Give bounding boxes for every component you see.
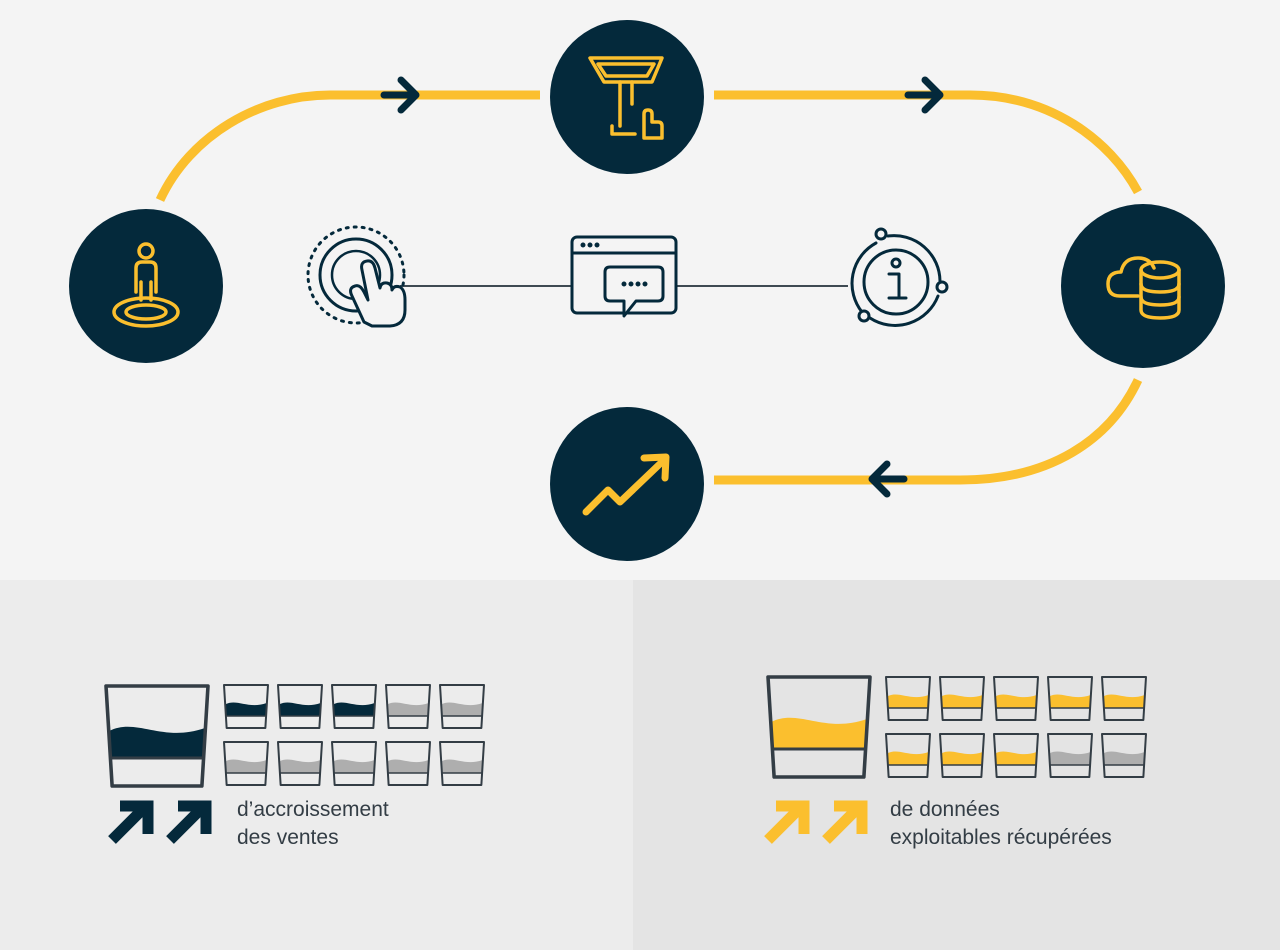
stat-data-line1: de données (890, 798, 1000, 821)
empty-cup-icon (277, 741, 323, 786)
filled-cup-icon (223, 684, 269, 729)
node-growth (550, 407, 704, 561)
flow-arrow-icon (904, 76, 944, 114)
node-cloud-database (1061, 204, 1225, 368)
growth-trend-arrow-icon (582, 453, 670, 516)
empty-cup-icon (1047, 733, 1093, 778)
empty-cup-icon (385, 684, 431, 729)
flow-path (155, 90, 1143, 485)
browser-chat-icon (570, 235, 678, 318)
sales-cups-graphic (104, 684, 485, 844)
double-up-arrow-icon (108, 800, 212, 844)
kiosk-touch-icon (588, 56, 664, 140)
node-person (69, 209, 223, 363)
empty-cup-icon (1101, 733, 1147, 778)
stat-data-label: de données exploitables récupérées (890, 796, 1112, 852)
node-kiosk (550, 20, 704, 174)
stat-sales-label: d’accroissement des ventes (237, 796, 389, 852)
flow-arrow-icon (868, 460, 908, 498)
tap-gesture-icon (306, 225, 407, 328)
filled-cup-icon (277, 684, 323, 729)
large-cup-icon (766, 675, 872, 779)
cloud-database-icon (1106, 256, 1181, 320)
person-on-target-icon (112, 242, 180, 328)
filled-cup-icon (939, 676, 985, 721)
empty-cup-icon (385, 741, 431, 786)
empty-cup-icon (223, 741, 269, 786)
filled-cup-icon (885, 676, 931, 721)
empty-cup-icon (331, 741, 377, 786)
filled-cup-icon (885, 733, 931, 778)
double-up-arrow-icon (764, 800, 868, 844)
filled-cup-icon (939, 733, 985, 778)
flow-arrow-icon (380, 76, 420, 114)
filled-cup-icon (1101, 676, 1147, 721)
empty-cup-icon (439, 741, 485, 786)
filled-cup-icon (993, 733, 1039, 778)
large-cup-icon (104, 684, 210, 788)
filled-cup-icon (1047, 676, 1093, 721)
info-orbit-icon (850, 227, 949, 327)
filled-cup-icon (993, 676, 1039, 721)
stat-data-line2: exploitables récupérées (890, 826, 1112, 849)
filled-cup-icon (331, 684, 377, 729)
empty-cup-icon (439, 684, 485, 729)
stat-sales-line2: des ventes (237, 826, 339, 849)
stat-sales-line1: d’accroissement (237, 798, 389, 821)
data-cups-graphic (764, 675, 1147, 844)
